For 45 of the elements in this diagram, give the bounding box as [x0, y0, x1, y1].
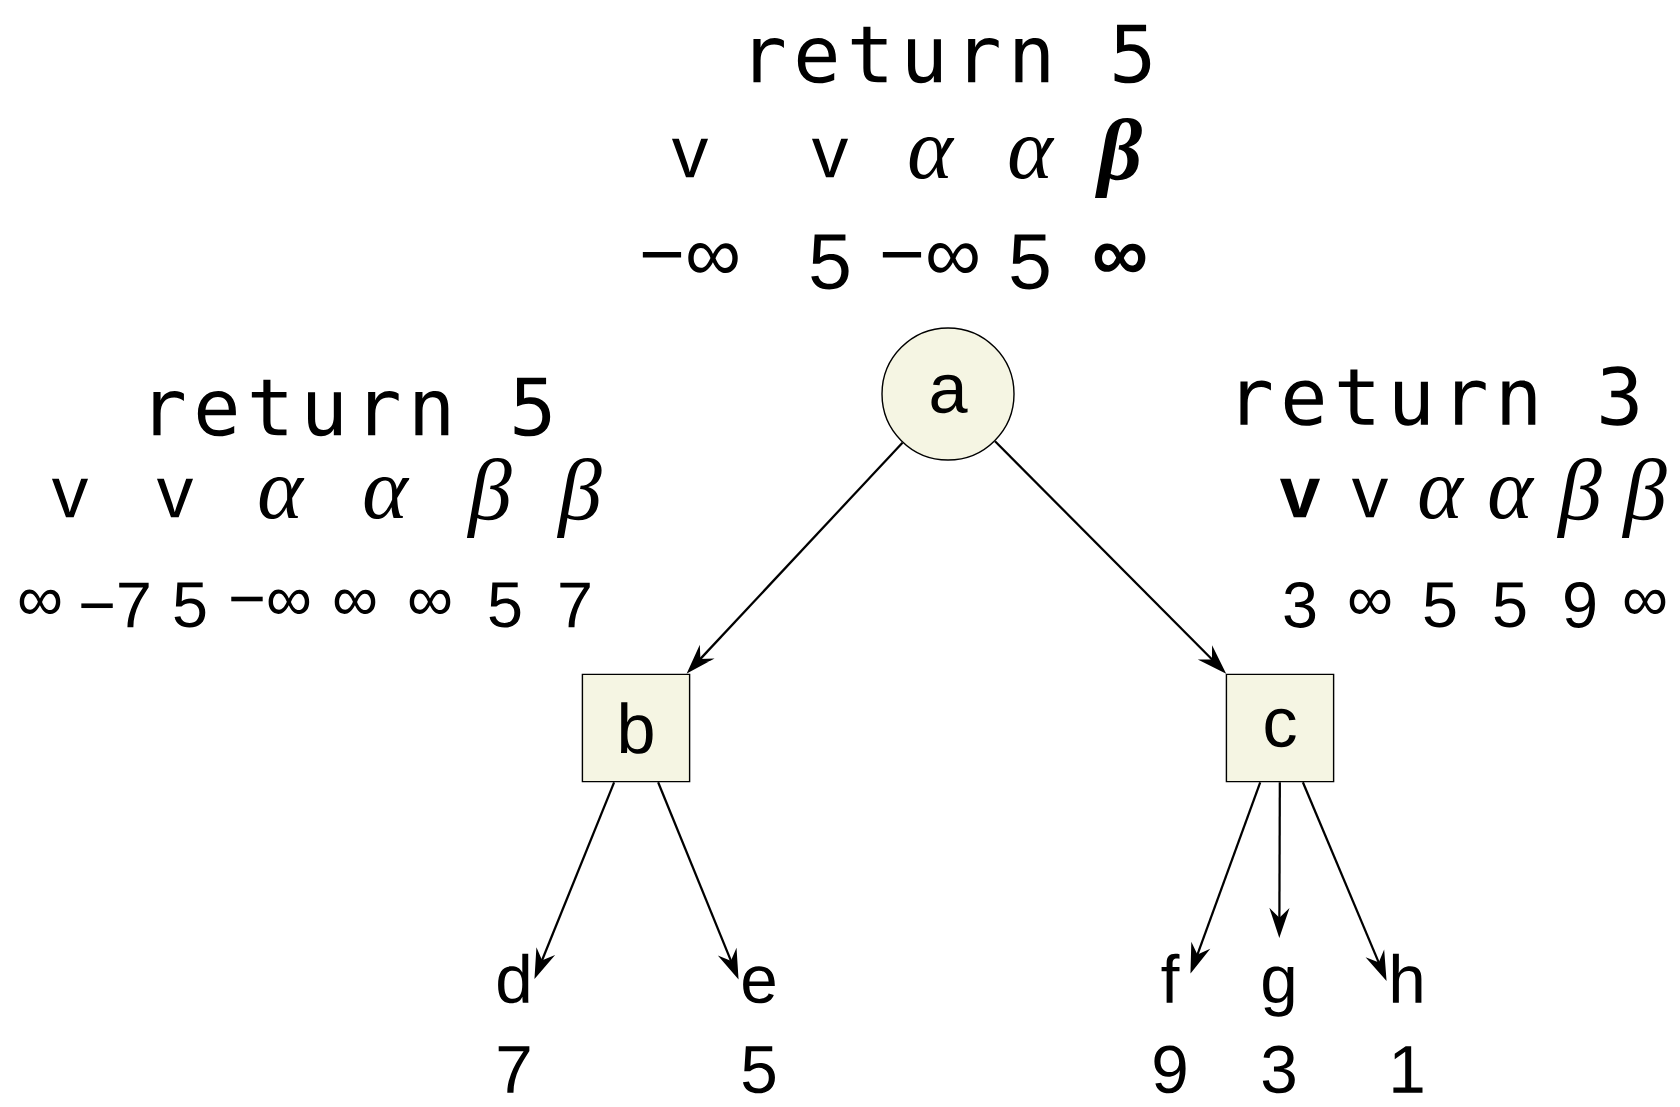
value-label: 5	[174, 582, 206, 628]
greek-label: α	[1419, 477, 1465, 519]
value-label: −∞	[231, 589, 310, 615]
value-label: ∞	[334, 589, 376, 615]
variable-label: v	[156, 478, 194, 518]
leaf-label: h 1	[1392, 953, 1423, 1093]
variable-label: v	[51, 478, 89, 518]
value-label: 9	[1565, 582, 1595, 628]
square-node: b	[581, 673, 691, 783]
value-label: 5	[1494, 582, 1526, 628]
circle-node: a	[881, 327, 1015, 461]
value-label: ∞	[1624, 589, 1666, 615]
greek-label: β	[1621, 458, 1667, 538]
return-text: return 5	[153, 377, 551, 437]
value-label: 5	[811, 234, 849, 290]
value-label: ∞	[19, 589, 61, 615]
value-label: 5	[489, 582, 521, 628]
variable-label: v	[812, 138, 849, 178]
greek-label: α	[1489, 477, 1535, 519]
value-label: −∞	[642, 243, 738, 274]
leaf-label: d 7	[498, 953, 530, 1093]
variable-label: v	[1279, 478, 1321, 518]
value-label: 7	[560, 582, 590, 628]
square-node: c	[1225, 673, 1335, 783]
greek-label: β	[1095, 118, 1142, 198]
leaf-label: g 3	[1262, 966, 1295, 1094]
variable-label: v	[1352, 478, 1389, 518]
value-label: 5	[1424, 582, 1456, 628]
greek-label: β	[1556, 458, 1602, 538]
leaf-label: f 9	[1154, 953, 1186, 1094]
value-label: ∞	[409, 589, 451, 615]
greek-label: β	[466, 458, 512, 538]
value-label: 5	[1011, 234, 1049, 290]
value-label: ∞	[1094, 243, 1146, 273]
return-text: return 5	[753, 24, 1151, 84]
return-text: return 3	[1240, 366, 1638, 426]
greek-label: α	[909, 137, 955, 179]
value-label: ∞	[1349, 589, 1391, 615]
value-label: −7	[81, 582, 149, 628]
greek-label: α	[1009, 137, 1055, 179]
variable-label: v	[672, 138, 709, 178]
leaf-label: e 5	[742, 966, 775, 1094]
greek-label: α	[259, 477, 305, 519]
greek-label: β	[556, 458, 602, 538]
greek-label: α	[364, 477, 410, 519]
